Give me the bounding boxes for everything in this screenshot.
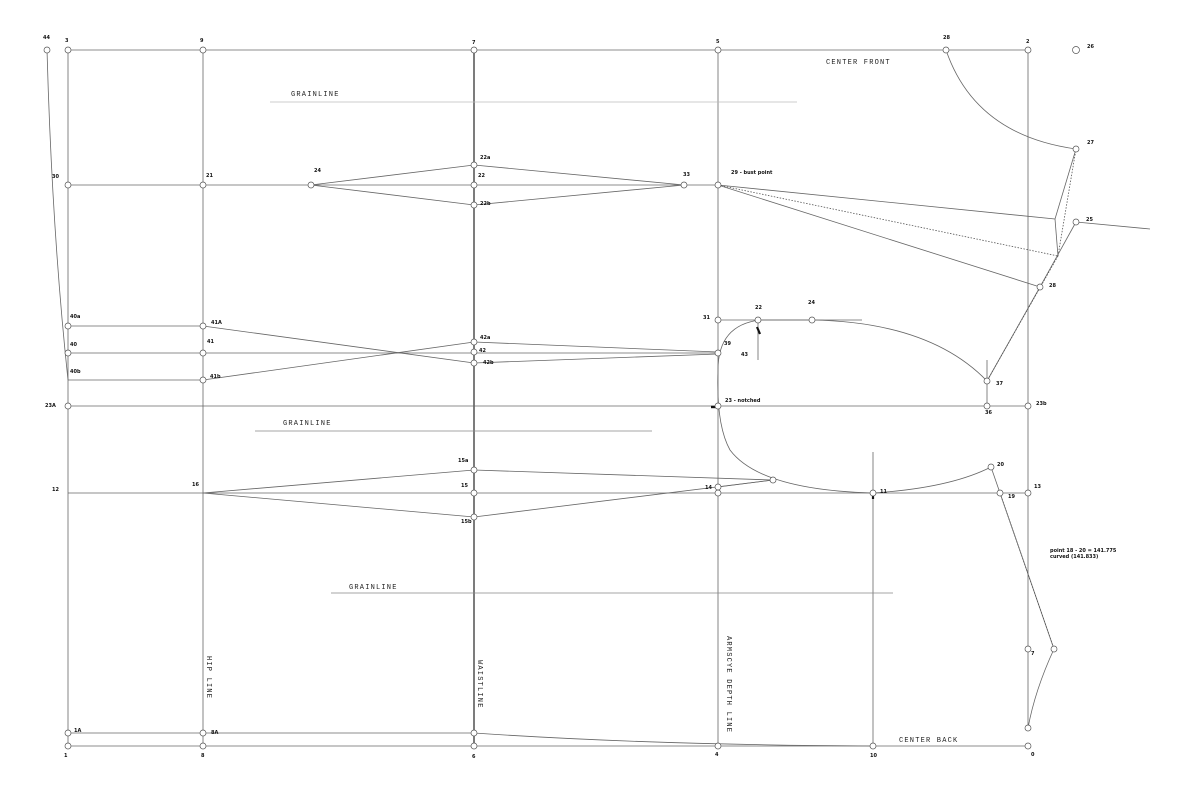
point-label: 13 — [1034, 484, 1041, 490]
point-label: 22 — [478, 173, 485, 179]
armscye-depth-line-label: ARMSCYE DEPTH LINE — [724, 636, 732, 733]
measurement-note-line2: curved (141.833) — [1050, 554, 1098, 560]
point-label: 8A — [211, 730, 218, 736]
point-label: 15 — [461, 483, 468, 489]
point-label: 22 — [755, 305, 762, 311]
point-label: 9 — [200, 38, 204, 44]
point-label: 41b — [210, 374, 221, 380]
point-label: 44 — [43, 35, 50, 41]
point-label: 40a — [70, 314, 80, 320]
point-markers — [43, 46, 1080, 750]
point-label: 41A — [211, 320, 222, 326]
point-label: 22a — [480, 155, 490, 161]
point-label: 26 — [1087, 44, 1094, 50]
point-label: 0 — [1031, 752, 1035, 758]
point-label: 39 — [724, 341, 731, 347]
point-label: 15b — [461, 519, 472, 525]
point-label: 42 — [479, 348, 486, 354]
point-label: 31 — [703, 315, 710, 321]
point-label: 10 — [870, 753, 877, 759]
point-label: 24 — [314, 168, 321, 174]
section-labels: CENTER FRONT CENTER BACK GRAINLINE GRAIN… — [204, 59, 1117, 745]
point-label: 6 — [472, 754, 476, 760]
point-label: 33 — [683, 172, 690, 178]
point-label: 43 — [741, 352, 748, 358]
point-label: 23A — [45, 403, 56, 409]
point-label: 4 — [715, 752, 719, 758]
point-label: 23b — [1036, 401, 1047, 407]
point-label: 40b — [70, 369, 81, 375]
hip-line-label: HIP LINE — [204, 656, 212, 699]
point-label: 41 — [207, 339, 214, 345]
point-label: 2 — [1026, 39, 1030, 45]
point-label: 21 — [206, 173, 213, 179]
point-labels: 44 3 9 7 5 28 2 26 27 30 21 24 22a 22 22… — [43, 35, 1094, 760]
point-label: 3 — [65, 38, 69, 44]
center-front-label: CENTER FRONT — [826, 59, 891, 67]
point-label: 27 — [1087, 140, 1094, 146]
grid-lines — [67, 49, 1029, 747]
grainline-label-bottom: GRAINLINE — [349, 584, 398, 592]
point-label: 22b — [480, 201, 491, 207]
point-label: 11 — [880, 489, 887, 495]
point-label: 19 — [1008, 494, 1015, 500]
point-label: 36 — [985, 410, 992, 416]
grainline-strokes — [255, 101, 893, 594]
point-label: 24 — [808, 300, 815, 306]
grainline-label-middle: GRAINLINE — [283, 420, 332, 428]
center-back-label: CENTER BACK — [899, 737, 958, 745]
waistline-label: WAISTLINE — [475, 660, 483, 709]
point-label: 14 — [705, 485, 712, 491]
point-label: 42a — [480, 335, 490, 341]
point-label: 28 — [943, 35, 950, 41]
point-label: 5 — [716, 39, 720, 45]
point-label: 29 - bust point — [731, 170, 773, 176]
grainline-label-top: GRAINLINE — [291, 91, 340, 99]
point-label: 25 — [1086, 217, 1093, 223]
point-label: 30 — [52, 174, 59, 180]
point-label: 8 — [201, 753, 205, 759]
point-label: 40 — [70, 342, 77, 348]
point-label: 1A — [74, 728, 81, 734]
point-label: 15a — [458, 458, 468, 464]
point-label: 20 — [997, 462, 1004, 468]
point-label: 42b — [483, 360, 494, 366]
point-label: 7 — [1031, 651, 1035, 657]
point-label: 1 — [64, 753, 68, 759]
point-label: 16 — [192, 482, 199, 488]
point-label: 12 — [52, 487, 59, 493]
point-label: 28 — [1049, 283, 1056, 289]
measurement-note-line1: point 18 - 20 = 141.775 — [1050, 548, 1117, 554]
point-label: 7 — [472, 40, 476, 46]
point-label: 23 - notched — [725, 398, 761, 404]
point-label: 37 — [996, 381, 1003, 387]
pattern-shaping-lines — [46, 49, 1151, 747]
